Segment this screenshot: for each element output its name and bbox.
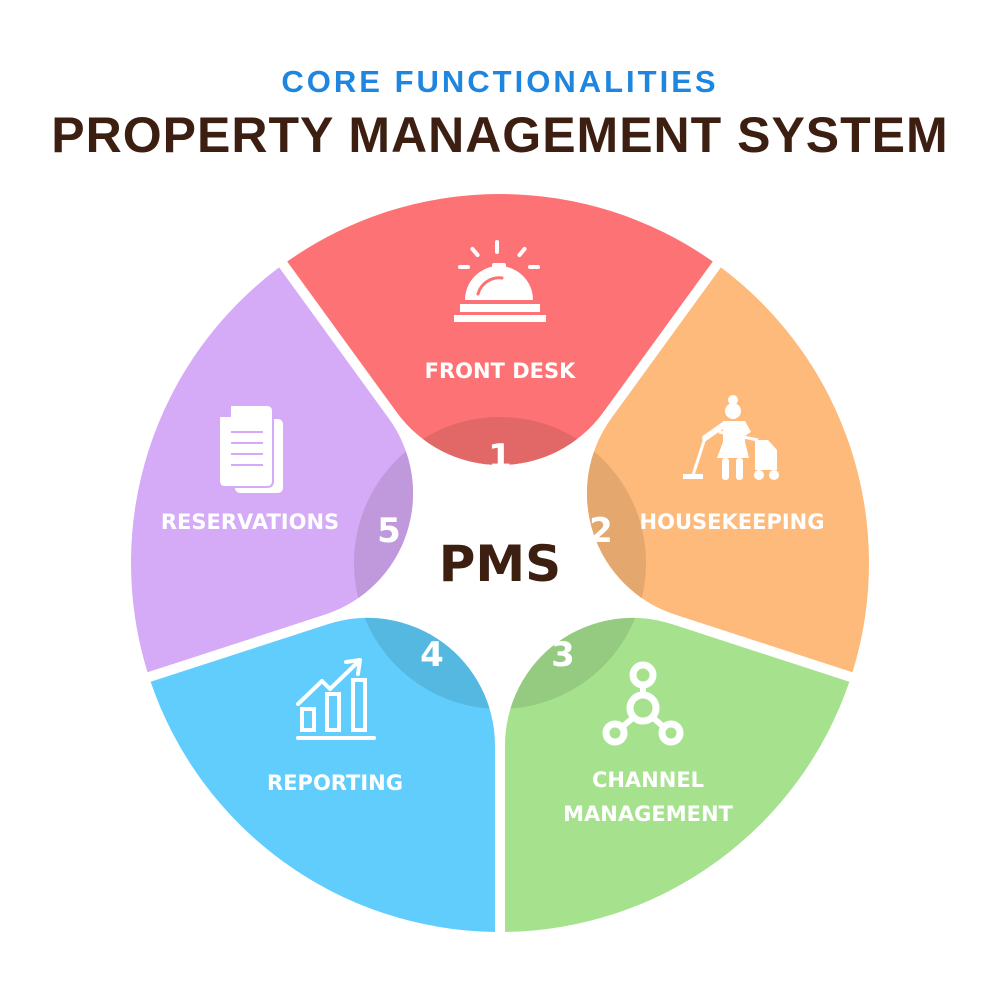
housekeeper-vacuum-icon	[683, 395, 779, 480]
service-bell-icon	[454, 240, 546, 322]
page-title: PROPERTY MANAGEMENT SYSTEM	[51, 107, 949, 163]
segment-reporting: REPORTING 4	[150, 617, 496, 932]
growth-chart-icon	[296, 658, 376, 740]
segment-petal	[287, 193, 713, 466]
segment-petal	[150, 617, 496, 932]
segment-channel-management: CHANNEL MANAGEMENT 3	[504, 617, 850, 932]
segment-number: 3	[551, 635, 575, 675]
network-nodes-icon	[602, 661, 684, 746]
segment-petal	[504, 617, 850, 932]
subtitle: CORE FUNCTIONALITIES	[281, 64, 719, 99]
segment-front-desk: FRONT DESK 1	[287, 193, 713, 477]
segment-number: 4	[420, 635, 444, 675]
segment-housekeeping: HOUSEKEEPING 2	[586, 267, 869, 673]
segment-reservations: RESERVATIONS 5	[131, 267, 414, 673]
segment-label: FRONT DESK	[425, 359, 576, 383]
segment-label: CHANNEL	[592, 768, 704, 792]
segment-number: 1	[488, 437, 512, 477]
segment-label: REPORTING	[267, 771, 403, 795]
segment-number: 2	[589, 511, 613, 551]
documents-icon	[218, 404, 283, 493]
segment-number: 5	[377, 511, 401, 551]
segment-label: RESERVATIONS	[161, 510, 339, 534]
segment-label: HOUSEKEEPING	[640, 510, 825, 534]
segment-label: MANAGEMENT	[563, 802, 733, 826]
center-label: PMS	[439, 535, 561, 593]
